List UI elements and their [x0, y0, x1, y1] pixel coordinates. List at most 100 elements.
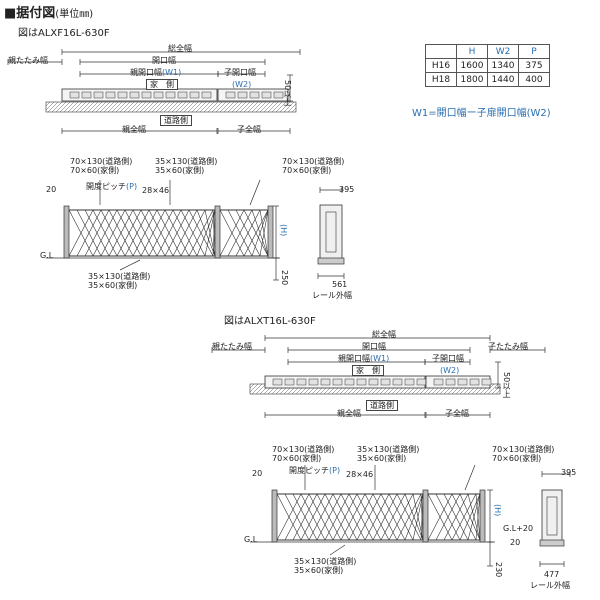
fig2-over50: 50以上 [502, 372, 511, 399]
fig2-dim-395: 395 [561, 468, 577, 477]
fig2-plan-child-pane [433, 378, 444, 386]
fig1-ground-hatch-hatch [275, 101, 287, 113]
table-cell [425, 44, 457, 59]
fig1-plan-parent-pane [81, 91, 92, 99]
table-cell: 1800 [456, 72, 488, 87]
fig2-ground-hatch-hatch [495, 389, 501, 395]
fig2-rail-left: 70×130(道路側)70×60(家側) [272, 445, 334, 463]
fig1-plan-child-pane [225, 91, 236, 99]
fig1-ground-hatch-hatch [183, 101, 195, 113]
fig2-rail-right: 70×130(道路側)70×60(家側) [492, 445, 554, 463]
fig1-plan-parent-pane [189, 91, 200, 99]
fig2-plan-parent-pane [392, 378, 403, 386]
fig1-plan-parent-pane [141, 91, 152, 99]
fig1-child-opening: 子開口幅 [224, 68, 256, 77]
fig2-lattice-child-bar [467, 493, 481, 541]
fig2-rail-mid-2: 35×60(家側) [357, 454, 407, 463]
fig1-plan-parent-pane [105, 91, 116, 99]
fig1-ground-hatch-hatch [227, 101, 239, 113]
fig1-side-inner [325, 211, 337, 253]
fig1-ground-hatch-hatch [91, 101, 103, 113]
fig1-plan-parent-pane [177, 91, 188, 99]
fig1-child-total: 子全幅 [237, 125, 261, 134]
fig2-ground-hatch-hatch [483, 383, 495, 395]
fig2-dim-20b: 20 [510, 538, 521, 547]
fig1-plan-parent-pane [201, 91, 212, 99]
fig2-lattice-child-bar [443, 493, 469, 541]
fig1-house-side: 家 側 [146, 79, 178, 90]
fig1-ground-hatch-hatch [63, 101, 75, 113]
fig1-rail-outer: レール外幅 [312, 291, 352, 300]
fig2-rail-outer: レール外幅 [530, 581, 570, 590]
fig2-plan-parent-pane [308, 378, 319, 386]
fig1-gl: G.L [40, 251, 54, 260]
fig1-fold-width: 親たたみ幅 [8, 56, 48, 65]
fig1-ground-hatch-hatch [171, 101, 183, 113]
fig1-rail-mid-2: 35×60(家側) [155, 166, 205, 175]
fig1-bottom-rail: 35×130(道路側)35×60(家側) [88, 272, 150, 290]
fig2-road-side: 道路側 [366, 400, 398, 411]
fig1-plan-child-pane [273, 91, 284, 99]
fig2-pitch: 開度ピッチ(P) [289, 466, 340, 475]
fig1-ground-hatch-hatch [159, 101, 171, 113]
fig1-ground-hatch-hatch [255, 101, 267, 113]
fig1-ground-hatch-hatch [95, 101, 107, 113]
fig2-plan-parent-pane [344, 378, 355, 386]
fig1-ground-hatch-hatch [139, 101, 151, 113]
fig1-ground-hatch-hatch [79, 101, 91, 113]
fig1-plan-parent-pane [129, 91, 140, 99]
w1-note: W1=開口幅ー子扉開口幅(W2) [412, 108, 551, 119]
fig1-rail-mid: 35×130(道路側)35×60(家側) [155, 157, 217, 175]
fig1-plan-parent-pane [153, 91, 164, 99]
fig1-lattice-parent-bar [180, 209, 206, 257]
fig1-ground-hatch-hatch [71, 101, 83, 113]
fig1-ground-hatch-hatch [235, 101, 247, 113]
fig1-ground-hatch-hatch [211, 101, 223, 113]
title-text: ■据付図 [4, 6, 56, 21]
fig1-plan-child-pane [249, 91, 260, 99]
fig1-ground-hatch-hatch [203, 101, 215, 113]
fig1-ground-hatch-hatch [45, 101, 55, 111]
fig1-ground-hatch-hatch [119, 101, 131, 113]
fig1-ground-hatch-hatch [147, 101, 159, 113]
fig1-ground-hatch-hatch [131, 101, 143, 113]
table-cell: 1600 [456, 58, 488, 73]
fig2-total-width: 総全幅 [372, 330, 396, 339]
fig1-ground-hatch-hatch [263, 101, 275, 113]
spec-table: H W2 P H16 1600 1340 375 H18 1800 1440 4… [425, 44, 550, 87]
fig2-title: 図はALXT16L-630F [224, 316, 316, 327]
table-cell: H [456, 44, 488, 59]
table-cell: H16 [425, 58, 457, 73]
fig2-rail-mid: 35×130(道路側)35×60(家側) [357, 445, 419, 463]
fig1-ground-hatch-hatch [259, 101, 271, 113]
fig1-ground-hatch-hatch [215, 101, 227, 113]
fig2-plan-parent-pane [320, 378, 331, 386]
fig1-ground-hatch-hatch [127, 101, 139, 113]
fig1-ground-hatch-hatch [111, 101, 123, 113]
fig2-opening-width: 開口幅 [362, 342, 386, 351]
fig1-lattice-parent-bar [196, 209, 216, 257]
table-row: H18 1800 1440 400 [425, 72, 550, 87]
fig1-lattice-child-bar [251, 209, 269, 257]
fig2-rail-right-1: 70×130(道路側) [492, 445, 555, 454]
fig1-rail-left-2: 70×60(家側) [70, 166, 120, 175]
fig2-lattice-parent-bar [404, 493, 424, 541]
fig1-opening-width: 開口幅 [152, 56, 176, 65]
table-cell: 375 [518, 58, 550, 73]
fig1-over50: 50以上 [283, 80, 292, 107]
fig1-plan-parent-pane [69, 91, 80, 99]
page-title: ■据付図(単位㎜) [4, 2, 93, 21]
table-header-row: H W2 P [425, 44, 550, 59]
fig2-parent-opening: 親開口幅(W1) [338, 354, 389, 363]
fig1-ground-hatch-hatch [239, 101, 251, 113]
fig2-plan-parent-pane [368, 378, 379, 386]
fig2-dim-477: 477 [544, 570, 560, 579]
fig1-ground-hatch-hatch [75, 101, 87, 113]
fig1-ground-hatch-hatch [163, 101, 175, 113]
table-row: H16 1600 1340 375 [425, 58, 550, 73]
fig1-dim-395: 395 [339, 185, 355, 194]
fig2-ground-hatch-hatch [249, 383, 255, 389]
fig2-post-left [271, 489, 278, 543]
fig1-ground-hatch-hatch [251, 101, 263, 113]
